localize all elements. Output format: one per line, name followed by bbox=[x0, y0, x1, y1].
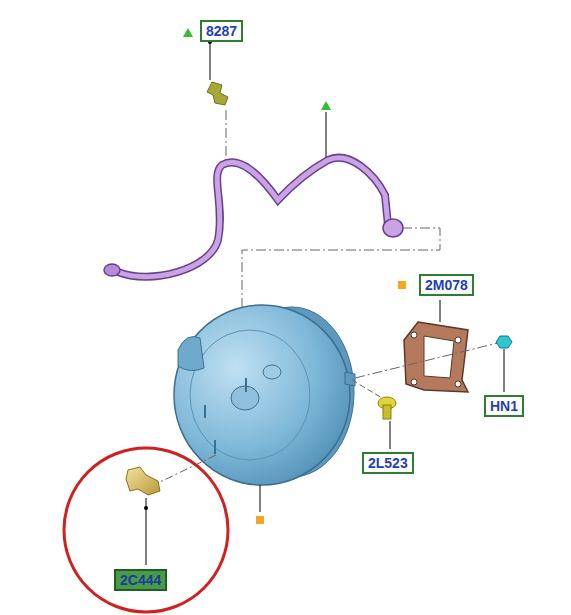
leader-dot bbox=[144, 506, 148, 510]
leader-line bbox=[210, 42, 211, 80]
vacuum-hose bbox=[118, 158, 388, 277]
stud bbox=[245, 378, 247, 392]
vacuum-fitting bbox=[126, 467, 160, 495]
leader-line bbox=[390, 421, 391, 449]
stud bbox=[204, 405, 206, 418]
callout-number: 2M078 bbox=[419, 274, 474, 296]
booster-rib bbox=[190, 330, 310, 460]
booster-boss bbox=[178, 337, 204, 371]
callout-number: 8287 bbox=[200, 20, 243, 42]
gasket-hole bbox=[455, 337, 461, 343]
gasket bbox=[404, 322, 468, 392]
brake-booster bbox=[174, 305, 350, 485]
gasket-hole bbox=[411, 332, 417, 338]
leader-line bbox=[326, 112, 327, 160]
vacuum-port bbox=[263, 365, 281, 379]
marker-triangle bbox=[183, 28, 193, 37]
callout-number: 2L523 bbox=[362, 452, 414, 474]
leader-line bbox=[504, 349, 505, 392]
vacuum-hose-highlight bbox=[118, 158, 388, 277]
hose-check-valve bbox=[383, 219, 403, 237]
callout-number: HN1 bbox=[484, 395, 524, 417]
highlight-circle bbox=[64, 448, 228, 612]
hose-end bbox=[104, 264, 120, 276]
centre-line bbox=[355, 343, 498, 378]
stud bbox=[214, 440, 216, 454]
hose-clip bbox=[207, 82, 228, 105]
gasket-hole bbox=[455, 381, 461, 387]
gasket-hole bbox=[411, 379, 417, 385]
marker-square bbox=[256, 516, 264, 524]
nut bbox=[496, 336, 512, 348]
leader-line bbox=[440, 300, 441, 322]
marker-triangle bbox=[321, 101, 331, 110]
leader-line bbox=[260, 485, 261, 512]
callout-number: 2C444 bbox=[114, 569, 167, 591]
push-rod-boss bbox=[345, 372, 355, 386]
bolt-shank bbox=[383, 405, 391, 419]
centre-line bbox=[352, 380, 382, 398]
centre-line bbox=[226, 110, 227, 160]
marker-square bbox=[398, 281, 406, 289]
